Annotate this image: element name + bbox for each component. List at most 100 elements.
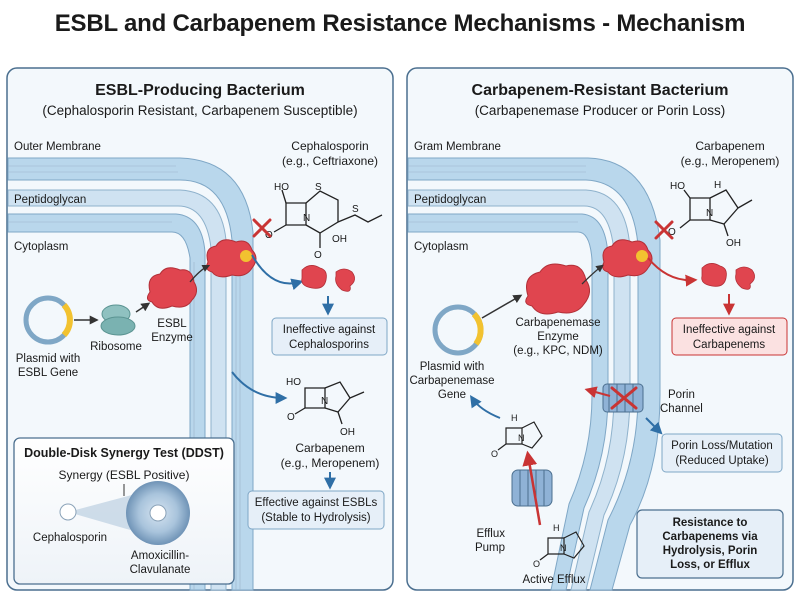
enzyme-to-membrane-arrow bbox=[189, 264, 211, 283]
left-carb-ho: HO bbox=[286, 377, 301, 388]
carbapenemase-line2: Enzyme bbox=[537, 331, 579, 343]
expelled-carb-n: N bbox=[560, 543, 567, 553]
ceph-s2-label: S bbox=[352, 204, 359, 215]
right-carb-n: N bbox=[706, 208, 713, 219]
left-ineffective-box bbox=[271, 317, 388, 356]
left-peptidoglycan-label: Peptidoglycan bbox=[14, 194, 86, 206]
ddst-panel: Double-Disk Synergy Test (DDST) Synergy … bbox=[13, 437, 235, 585]
left-hydrolyzed-fragments bbox=[301, 265, 355, 292]
right-plasmid-line2: Carbapenemase bbox=[409, 375, 494, 387]
cephalosporin-structure bbox=[273, 189, 383, 248]
left-block-x bbox=[252, 218, 272, 238]
expelled-carb-h: H bbox=[553, 523, 560, 533]
cytoplasm-carb-n: N bbox=[518, 433, 525, 443]
cytoplasm-carb-h: H bbox=[511, 413, 518, 423]
cytoplasm-carbapenem-icon bbox=[497, 421, 543, 451]
ddst-disk2-line2: Clavulanate bbox=[130, 564, 191, 576]
cephalosporin-name: Cephalosporin bbox=[291, 139, 368, 153]
expelled-carb-o: O bbox=[533, 559, 540, 569]
left-cytoplasm-label: Cytoplasm bbox=[14, 241, 68, 253]
esbl-plasmid bbox=[23, 295, 73, 345]
ceph-o2-label: O bbox=[314, 250, 322, 261]
left-carb-n: N bbox=[321, 396, 328, 407]
right-cytoplasm-label: Cytoplasm bbox=[414, 241, 468, 253]
right-plasmid-line1: Plasmid with bbox=[420, 361, 485, 373]
expelled-carbapenem-icon bbox=[539, 531, 585, 561]
left-ineffective-line2: Cephalosporins bbox=[289, 339, 369, 351]
left-ineffective-line1: Ineffective against bbox=[283, 324, 376, 336]
right-ineffective-line1: Ineffective against bbox=[683, 324, 776, 336]
plasmid-label-line2: ESBL Gene bbox=[18, 367, 78, 379]
right-cell-envelope bbox=[407, 157, 661, 591]
esbl-enzyme-line2: Enzyme bbox=[151, 332, 193, 344]
right-heading: Carbapenem-Resistant Bacterium bbox=[472, 82, 729, 99]
cephalosporin-example: (e.g., Ceftriaxone) bbox=[282, 154, 378, 168]
cytoplasm-carb-o: O bbox=[491, 449, 498, 459]
efflux-pump-icon bbox=[511, 469, 553, 507]
left-effective-line1: Effective against ESBLs bbox=[255, 497, 378, 509]
right-ineffective-line2: Carbapenems bbox=[693, 339, 765, 351]
ribosome-to-enzyme-arrow bbox=[135, 302, 151, 313]
left-heading: ESBL-Producing Bacterium bbox=[95, 82, 305, 99]
left-effective-line2: (Stable to Hydrolysis) bbox=[261, 512, 370, 524]
right-hydrolysis-arrow bbox=[647, 257, 698, 287]
right-plasmid-line3: Gene bbox=[438, 389, 466, 401]
right-carb-o: O bbox=[668, 227, 676, 238]
right-carb-oh: OH bbox=[726, 238, 741, 249]
summary-line3: Hydrolysis, Porin bbox=[663, 545, 758, 557]
plasmid-to-enzyme-arrow bbox=[481, 294, 523, 319]
efflux-label-line2: Pump bbox=[475, 542, 505, 554]
esbl-enzyme-line1: ESBL bbox=[157, 318, 187, 330]
carbapenemase-plasmid bbox=[432, 304, 484, 356]
esbl-enzyme-icon bbox=[146, 267, 198, 309]
porin-loss-line1: Porin Loss/Mutation bbox=[671, 440, 773, 452]
right-enzyme-to-membrane-arrow bbox=[581, 264, 604, 285]
porin-loss-line2: (Reduced Uptake) bbox=[675, 455, 768, 467]
left-carbapenem-example: (e.g., Meropenem) bbox=[281, 456, 380, 470]
left-subheading: (Cephalosporin Resistant, Carbapenem Sus… bbox=[42, 103, 357, 118]
right-carbapenem-structure bbox=[679, 189, 753, 237]
right-carbapenem-example: (e.g., Meropenem) bbox=[681, 154, 780, 168]
porin-channel-icon bbox=[602, 383, 644, 413]
left-carb-o: O bbox=[287, 412, 295, 423]
page-title: ESBL and Carbapenem Resistance Mechanism… bbox=[54, 10, 746, 37]
right-outer-membrane-label: Gram Membrane bbox=[414, 141, 501, 153]
efflux-arrow bbox=[522, 450, 542, 526]
left-lipid-ticks bbox=[8, 165, 241, 590]
membrane-carbapenemase-icon bbox=[602, 239, 653, 278]
ceph-s-label: S bbox=[315, 182, 322, 193]
carbapenemase-line1: Carbapenemase bbox=[515, 317, 600, 329]
ceph-oh-label: OH bbox=[332, 234, 347, 245]
right-hydrolyzed-fragments bbox=[701, 263, 755, 290]
left-outer-membrane bbox=[7, 157, 254, 591]
left-carb-oh: OH bbox=[340, 427, 355, 438]
left-peptidoglycan bbox=[7, 189, 227, 591]
ribosome-icon bbox=[100, 304, 136, 336]
right-ineffective-box bbox=[671, 317, 788, 356]
right-panel: Carbapenem-Resistant Bacterium (Carbapen… bbox=[406, 67, 794, 591]
porin-loss-box bbox=[661, 433, 783, 473]
ddst-disk-amoxiclav bbox=[149, 504, 167, 522]
ceph-n-label: N bbox=[303, 213, 310, 224]
ddst-disk-cephalosporin bbox=[59, 503, 77, 521]
right-carb-ho: HO bbox=[670, 181, 685, 192]
ddst-disk1-label: Cephalosporin bbox=[33, 532, 107, 544]
right-carb-h: H bbox=[714, 180, 721, 191]
summary-line4: Loss, or Efflux bbox=[670, 559, 750, 571]
summary-box bbox=[636, 509, 784, 579]
left-cell-envelope bbox=[7, 157, 254, 591]
ribosome-label: Ribosome bbox=[90, 341, 142, 353]
carbapenemase-line3: (e.g., KPC, NDM) bbox=[513, 345, 603, 357]
right-block-x bbox=[654, 220, 674, 240]
carbapenemase-enzyme-icon bbox=[525, 263, 590, 315]
porin-label-line1: Porin bbox=[668, 389, 695, 401]
plasmid-label-line1: Plasmid with bbox=[16, 353, 81, 365]
porin-loss-arrow bbox=[645, 417, 663, 435]
left-carbapenem-name: Carbapenem bbox=[295, 441, 364, 455]
right-carbapenem-name: Carbapenem bbox=[695, 139, 764, 153]
ddst-synergy-label: Synergy (ESBL Positive) bbox=[59, 468, 190, 482]
left-inner-membrane bbox=[7, 213, 206, 591]
efflux-label-line1: Efflux bbox=[476, 528, 505, 540]
left-effective-box bbox=[247, 490, 385, 530]
membrane-esbl-enzyme bbox=[206, 239, 257, 278]
